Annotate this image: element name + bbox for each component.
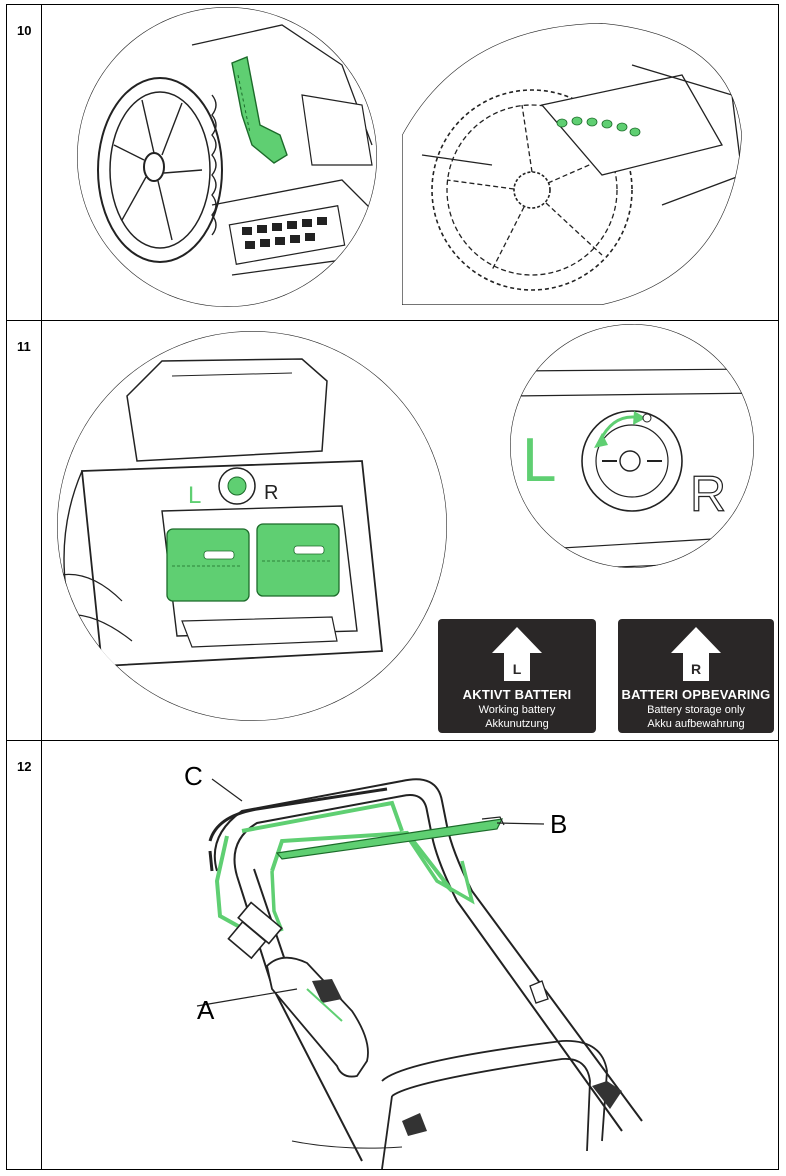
switch-label-left-small: L bbox=[188, 482, 201, 509]
step-row-10: 10 bbox=[7, 5, 778, 321]
step-row-12: 12 bbox=[7, 741, 778, 1169]
wheel-height-adjust-drawing bbox=[77, 7, 742, 307]
callout-b-leader bbox=[496, 822, 545, 825]
instruction-table: 10 bbox=[6, 4, 779, 1170]
left-wheel-detail bbox=[77, 7, 377, 307]
step-number: 12 bbox=[17, 759, 32, 774]
active-battery-label-card: L AKTIVT BATTERI Working battery Akkunut… bbox=[438, 619, 596, 733]
callout-a: A bbox=[197, 995, 215, 1025]
step-11-illustration: L R L R bbox=[42, 321, 778, 740]
handle-assembly-drawing bbox=[196, 778, 643, 1169]
callout-c-leader bbox=[211, 778, 243, 802]
selector-switch-detail bbox=[510, 324, 754, 568]
card-letter: R bbox=[691, 661, 701, 677]
card-subtitle: Akku aufbewahrung bbox=[647, 718, 745, 730]
up-arrow-icon: R bbox=[671, 627, 721, 681]
right-wheel-detail bbox=[402, 23, 742, 305]
switch-label-left: L bbox=[522, 426, 556, 495]
callout-b: B bbox=[550, 809, 568, 839]
step-number-cell: 12 bbox=[7, 741, 42, 1169]
card-letter: L bbox=[513, 661, 522, 677]
step-number: 11 bbox=[17, 339, 31, 354]
step-10-illustration bbox=[42, 5, 778, 320]
callout-c: C bbox=[184, 761, 203, 791]
card-title: AKTIVT BATTERI bbox=[462, 687, 572, 702]
switch-label-right: R bbox=[690, 466, 726, 522]
up-arrow-icon: L bbox=[492, 627, 542, 681]
battery-storage-label-card: R BATTERI OPBEVARING Battery storage onl… bbox=[618, 619, 774, 733]
card-subtitle: Battery storage only bbox=[647, 704, 745, 716]
step-row-11: 11 bbox=[7, 321, 778, 741]
card-subtitle: Working battery bbox=[478, 704, 556, 716]
battery-compartment-drawing: L R L R bbox=[57, 324, 754, 721]
step-12-illustration: A B C bbox=[42, 741, 778, 1169]
step-number: 10 bbox=[17, 23, 32, 38]
step-number-cell: 11 bbox=[7, 321, 42, 740]
callout-a-leader bbox=[196, 988, 298, 1007]
switch-label-right-small: R bbox=[264, 482, 278, 504]
battery-compartment-detail bbox=[57, 331, 447, 721]
card-title: BATTERI OPBEVARING bbox=[621, 687, 771, 702]
card-subtitle: Akkunutzung bbox=[485, 718, 549, 730]
step-number-cell: 10 bbox=[7, 5, 42, 320]
